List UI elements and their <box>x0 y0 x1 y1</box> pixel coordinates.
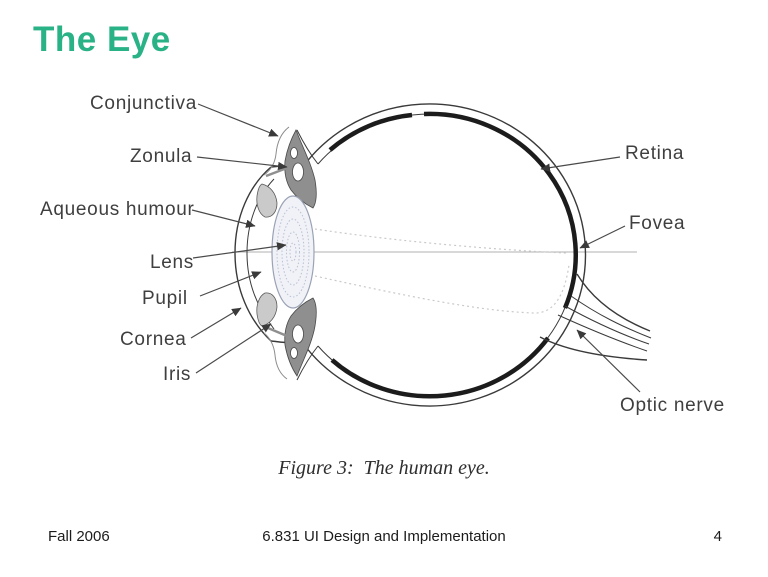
label-cornea: Cornea <box>120 329 187 350</box>
conjunctiva-membrane <box>263 126 290 380</box>
label-fovea: Fovea <box>629 213 686 234</box>
light-ray-dashes <box>314 228 570 314</box>
zonula-masses <box>265 129 317 377</box>
sclera-outline <box>270 103 587 407</box>
leader-lens <box>192 242 287 259</box>
lens-shape <box>271 195 315 309</box>
leader-iris <box>195 323 272 374</box>
footer-term: Fall 2006 <box>48 528 110 545</box>
label-retina: Retina <box>625 143 685 164</box>
figure-caption: Figure 3: The human eye. <box>278 457 490 479</box>
label-lens: Lens <box>150 252 195 273</box>
label-iris: Iris <box>163 364 192 385</box>
leader-cornea <box>190 307 242 339</box>
label-aqueous-humour: Aqueous humour <box>40 199 195 220</box>
retina-layer <box>328 111 578 399</box>
leader-aqueous-humour <box>191 209 256 228</box>
footer-page-number: 4 <box>713 528 722 545</box>
leader-retina <box>540 156 621 172</box>
leader-zonula <box>196 156 288 171</box>
slide-title: The Eye <box>33 20 171 59</box>
leader-lines <box>190 103 641 393</box>
leader-conjunctiva <box>197 103 279 137</box>
label-optic-nerve: Optic nerve <box>620 395 725 416</box>
label-conjunctiva: Conjunctiva <box>90 93 197 114</box>
label-zonula: Zonula <box>130 146 193 167</box>
leader-pupil <box>199 271 262 297</box>
optic-nerve-shape <box>539 273 652 361</box>
leader-optic-nerve <box>576 329 641 393</box>
label-pupil: Pupil <box>142 288 188 309</box>
iris-flaps <box>256 183 278 327</box>
footer-course: 6.831 UI Design and Implementation <box>262 528 506 545</box>
leader-fovea <box>579 225 626 249</box>
